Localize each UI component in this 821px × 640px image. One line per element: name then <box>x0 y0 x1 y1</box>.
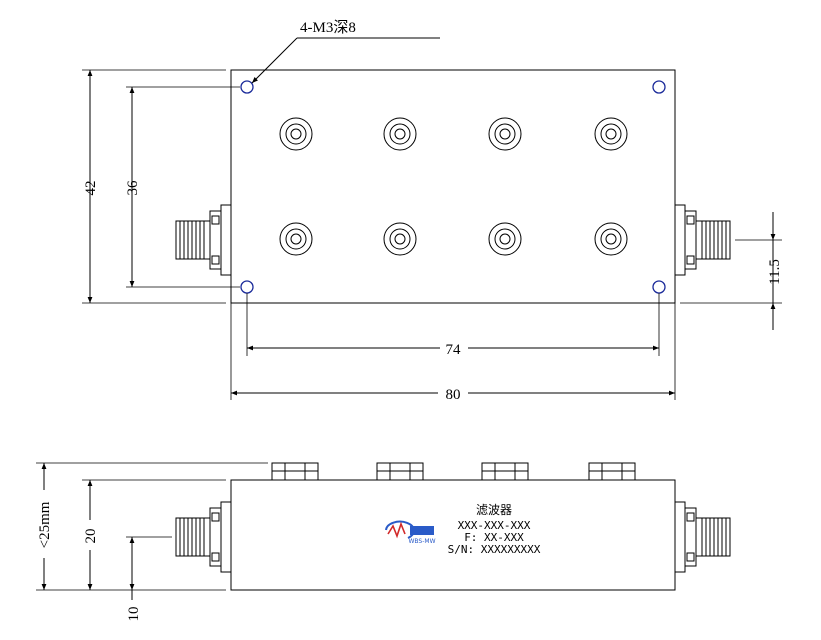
dim-height-inner: 36 <box>125 180 141 196</box>
dim-connector-offset: 11.5 <box>767 259 783 285</box>
sma-connector-right-side <box>674 501 731 573</box>
dim-width-inner: 74 <box>446 342 462 358</box>
sma-connector-left-side <box>175 501 232 573</box>
screw-nuts <box>271 462 636 481</box>
label-title: 滤波器 <box>476 503 512 517</box>
label-serial: S/N: XXXXXXXXX <box>448 543 541 556</box>
side-extension-lines <box>36 462 268 591</box>
tuning-screws <box>279 117 628 256</box>
tuning-screw <box>383 222 417 256</box>
mounting-hole <box>240 80 254 94</box>
tuning-screw <box>279 222 313 256</box>
dim-width-outer: 80 <box>446 387 461 403</box>
screw-nut <box>376 462 424 481</box>
top-body-outline <box>230 69 676 304</box>
screw-nut <box>481 462 529 481</box>
mounting-holes <box>240 80 666 294</box>
hole-callout-leader <box>251 37 440 84</box>
logo-text: WBS-MW <box>408 538 435 545</box>
screw-nut <box>271 462 319 481</box>
label-part-no: XXX-XXX-XXX <box>458 519 531 532</box>
extension-lines <box>82 69 782 400</box>
dim-body-height: 20 <box>83 529 99 544</box>
sma-connector-left <box>175 204 232 276</box>
sma-connector-right <box>674 204 731 276</box>
hole-callout-text: 4-M3深8 <box>300 19 356 36</box>
label-frequency: F: XX-XXX <box>464 531 524 544</box>
side-body-outline <box>230 479 676 591</box>
dim-height-outer: 42 <box>83 181 99 196</box>
screw-nut <box>588 462 636 481</box>
dim-total-height: <25mm <box>37 501 53 548</box>
tuning-screw <box>488 117 522 151</box>
dim-connector-height: 10 <box>126 607 142 622</box>
side-view <box>36 462 731 600</box>
product-label: WBS-MW 滤波器 XXX-XXX-XXX F: XX-XXX S/N: XX… <box>385 503 541 556</box>
mounting-hole <box>652 80 666 94</box>
tuning-screw <box>383 117 417 151</box>
tuning-screw <box>279 117 313 151</box>
tuning-screw <box>594 222 628 256</box>
tuning-screw <box>594 117 628 151</box>
company-logo: WBS-MW <box>385 520 436 545</box>
mounting-hole <box>240 280 254 294</box>
mounting-hole <box>652 280 666 294</box>
tuning-screw <box>488 222 522 256</box>
top-view <box>82 37 782 400</box>
